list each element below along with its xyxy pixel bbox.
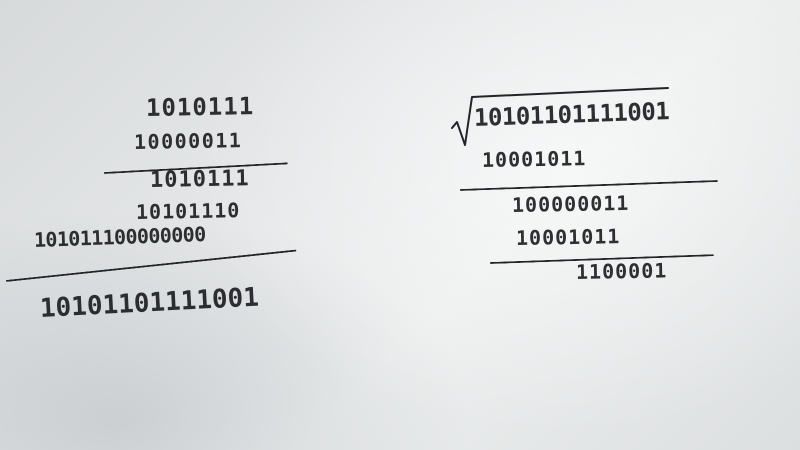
divisor-line: 10001011 (481, 146, 587, 172)
division-subtrahend-2: 10001011 (515, 224, 621, 250)
division-result: 1100001 (575, 258, 668, 284)
dividend-line: 10101101111001 (473, 97, 670, 132)
division-remainder-1: 100000011 (511, 190, 630, 217)
